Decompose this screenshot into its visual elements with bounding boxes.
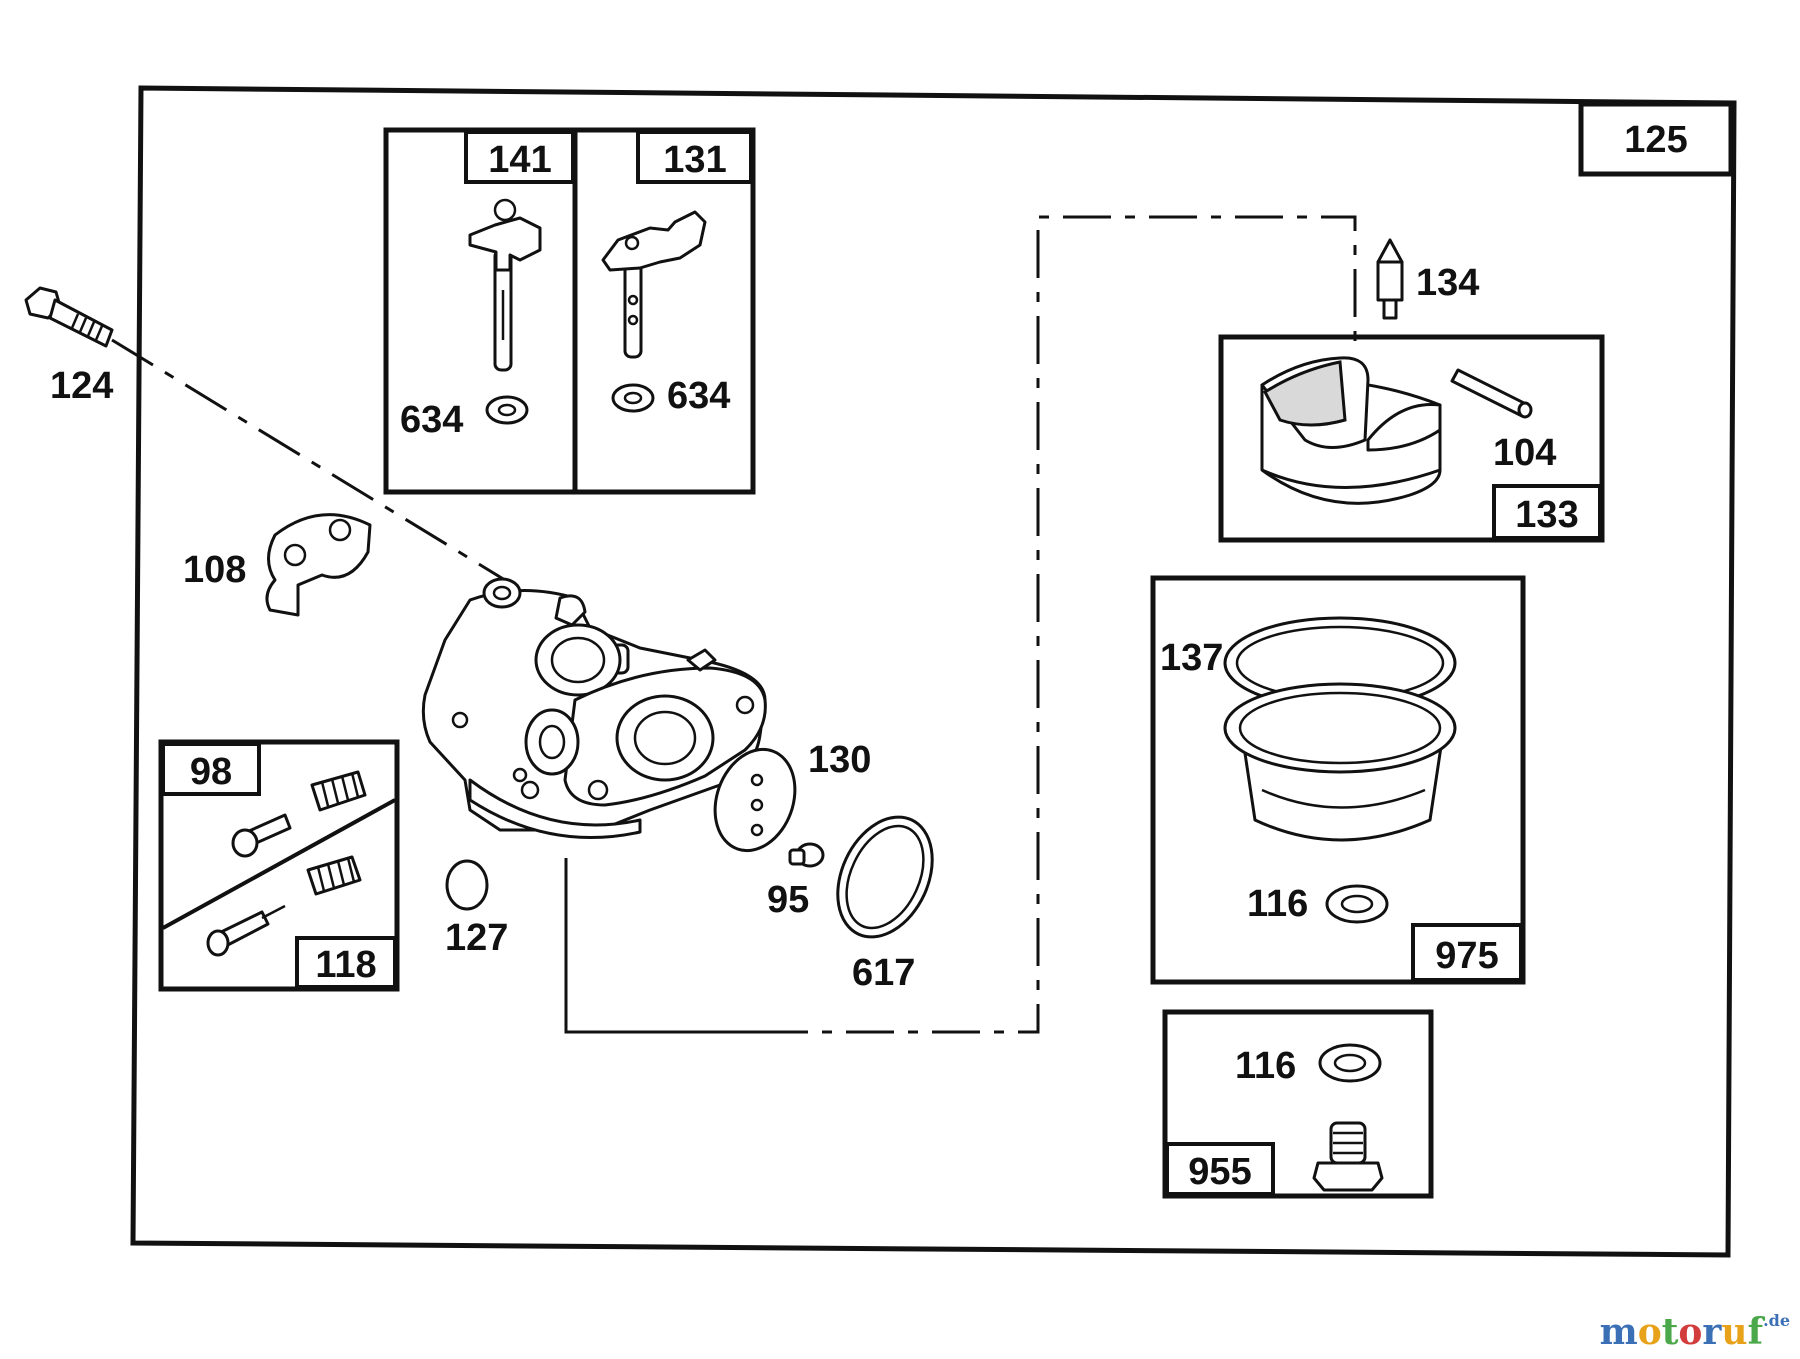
throttle-plate-130-part — [713, 747, 797, 853]
box-98-118-divider — [162, 798, 396, 930]
box-label-98: 98 — [190, 751, 232, 793]
throttle-shaft-141-part — [468, 198, 542, 372]
inlet-needle-134-part — [1376, 238, 1404, 320]
idle-screw-spring-98-part — [231, 770, 367, 858]
assembly-frame-125 — [130, 85, 1737, 1258]
box-118-tag — [295, 936, 397, 989]
callout-130: 130 — [808, 739, 871, 781]
box-label-975: 975 — [1435, 935, 1498, 977]
mixture-screw-spring-118-part — [206, 855, 362, 957]
box-125-tag — [1578, 101, 1734, 177]
box-label-125: 125 — [1624, 119, 1687, 161]
bowl-leader-line-solid — [564, 858, 760, 1034]
box-label-133: 133 — [1515, 494, 1578, 536]
watermark-suffix: .de — [1763, 1311, 1790, 1330]
box-131-tag — [636, 130, 753, 184]
carburetor-body-part — [421, 577, 767, 840]
box-label-131: 131 — [663, 139, 726, 181]
callout-124: 124 — [50, 365, 113, 407]
bowl-nut-955-part — [1312, 1121, 1384, 1192]
callout-116-lower: 116 — [1235, 1045, 1296, 1087]
float-pin-104-part — [1450, 368, 1533, 419]
callout-95: 95 — [767, 879, 809, 921]
callout-634-left: 634 — [400, 399, 463, 441]
box-955-tag — [1165, 1142, 1275, 1196]
box-label-141: 141 — [488, 139, 551, 181]
float-bowl-975-part — [1223, 682, 1457, 842]
float-133-part — [1260, 356, 1442, 505]
bowl-leader-line-dashed — [760, 215, 1357, 1034]
callout-108: 108 — [183, 549, 246, 591]
choke-shaft-131-part — [601, 210, 707, 359]
gasket-617-part — [836, 815, 934, 939]
box-133 — [1218, 334, 1605, 543]
callout-634-right: 634 — [667, 375, 730, 417]
washer-116-upper — [1325, 884, 1389, 924]
bolt-leader-line — [111, 338, 519, 590]
gasket-plate-108-part — [265, 513, 372, 617]
box-975 — [1150, 575, 1526, 985]
box-955 — [1162, 1009, 1434, 1199]
washer-116-lower — [1318, 1043, 1382, 1083]
box-label-118: 118 — [315, 944, 376, 986]
washer-634-right — [611, 383, 655, 413]
box-98-tag — [161, 742, 261, 796]
box-975-tag — [1411, 923, 1523, 982]
welch-plug-127-part — [445, 859, 489, 911]
callout-134: 134 — [1416, 262, 1479, 304]
callout-137: 137 — [1160, 637, 1223, 679]
motoruf-watermark: motoruf.de — [1600, 1311, 1790, 1353]
washer-634-left — [485, 395, 529, 425]
callout-127: 127 — [445, 917, 508, 959]
callout-104: 104 — [1493, 432, 1556, 474]
callout-617: 617 — [852, 952, 915, 994]
watermark-brand: motoruf — [1599, 1311, 1764, 1353]
callout-116-upper: 116 — [1247, 883, 1308, 925]
screw-95-part — [788, 842, 825, 868]
mounting-bolt-124-part — [24, 286, 114, 348]
box-133-tag — [1492, 484, 1602, 540]
box-98-118 — [158, 739, 400, 992]
box-141-tag — [464, 130, 575, 184]
box-label-955: 955 — [1188, 1151, 1251, 1193]
